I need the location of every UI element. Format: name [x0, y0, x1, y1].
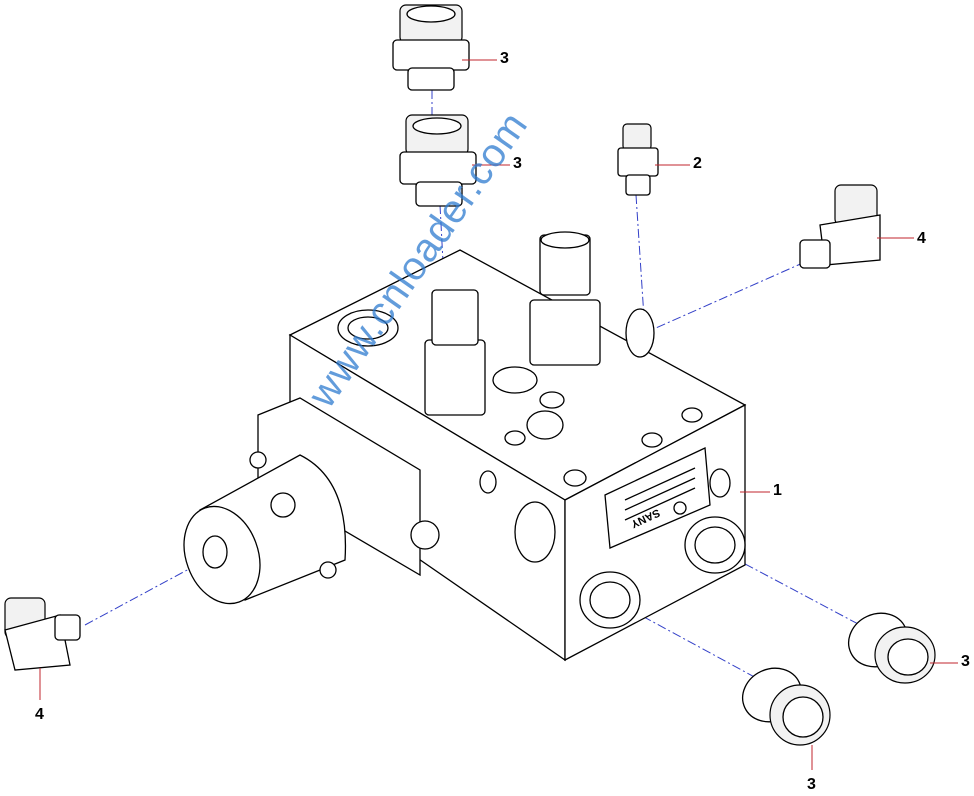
valve-block [183, 231, 747, 662]
fitting-4-left [4, 597, 81, 671]
callout-2: 2 [693, 155, 702, 172]
callout-3-front-right: 3 [961, 653, 970, 670]
leader-lines [39, 59, 958, 770]
fitting-2 [617, 123, 659, 196]
callout-1: 1 [773, 482, 782, 499]
fitting-3-top [392, 4, 470, 91]
fitting-3-front-right [848, 612, 936, 684]
callout-3-upper: 3 [513, 155, 522, 172]
nameplate [604, 447, 711, 549]
callout-4-right: 4 [917, 230, 926, 247]
fitting-4-right [799, 184, 881, 269]
fitting-3-front [742, 667, 831, 746]
callout-3-top: 3 [500, 50, 509, 67]
callout-3-front: 3 [807, 776, 816, 793]
callout-4-left: 4 [35, 706, 44, 723]
fitting-3-upper [399, 114, 477, 207]
